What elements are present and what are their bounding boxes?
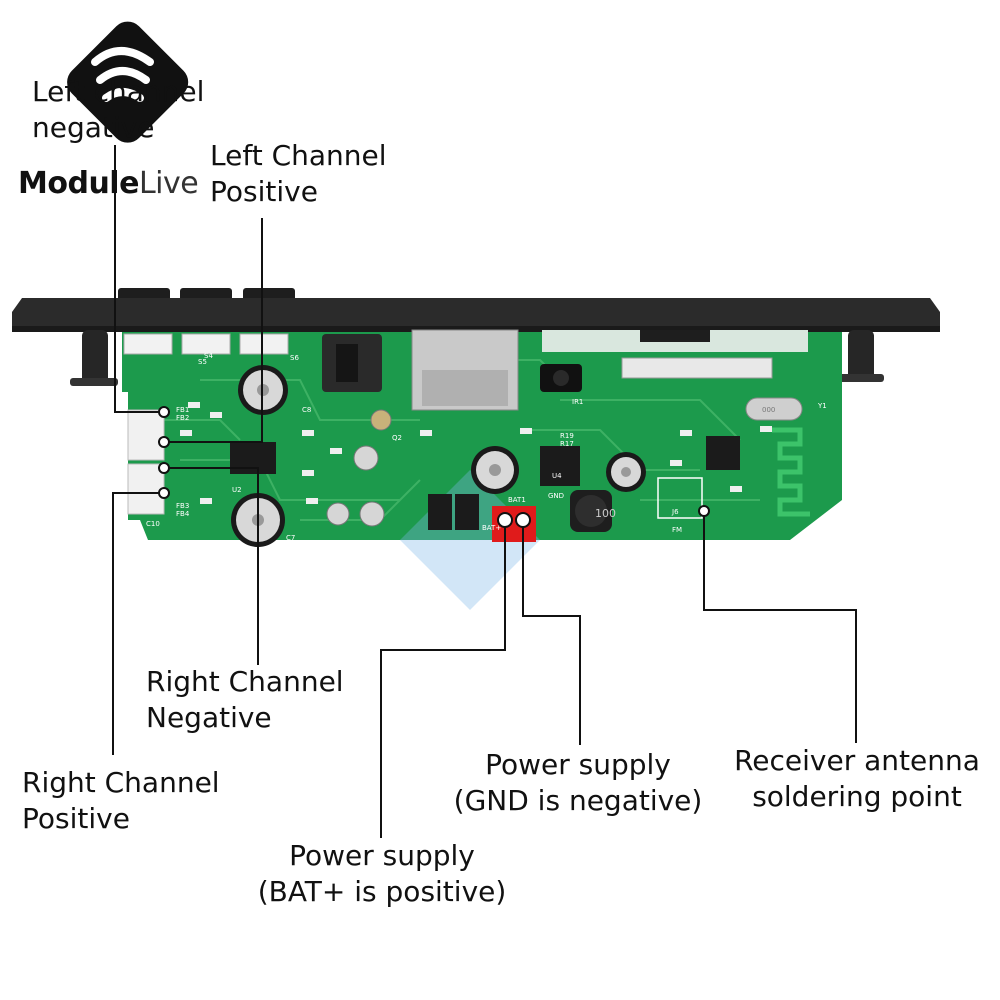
silk-r19: R19	[560, 432, 574, 440]
silk-q2: Q2	[392, 434, 402, 442]
pin-header	[621, 357, 773, 379]
leader-left-negative	[114, 145, 162, 413]
leader-lines	[112, 145, 857, 838]
leader-left-positive	[164, 218, 263, 443]
amp-ic	[230, 442, 276, 474]
silk-fb2: FB2	[176, 414, 189, 422]
silk-batp: BAT+	[482, 524, 501, 532]
silk-y1: Y1	[817, 402, 827, 410]
crystal	[745, 397, 803, 421]
silk-bat: BAT1	[508, 496, 526, 504]
leader-antenna	[703, 511, 857, 743]
brand-name: ModuleLive	[18, 166, 199, 201]
silk-u2: U2	[232, 486, 242, 494]
smd-components	[180, 402, 772, 504]
leader-power-gnd	[522, 527, 581, 745]
silk-ir1: IR1	[572, 398, 583, 406]
silk-s4: S4	[204, 352, 213, 360]
silk-s5: S5	[198, 358, 207, 366]
silk-c10: C10	[146, 520, 160, 528]
silk-fb1: FB1	[176, 406, 189, 414]
leader-endpoints	[158, 406, 710, 517]
silk-u4: U4	[552, 472, 562, 480]
leader-right-negative	[164, 467, 259, 665]
silk-fm: FM	[672, 526, 682, 534]
silk-cap-main: 100	[595, 507, 616, 520]
silk-c8: C8	[302, 406, 311, 414]
diode-2	[455, 494, 479, 530]
regulator-ic	[540, 446, 580, 486]
diode-1	[428, 494, 452, 530]
label-power-gnd: Power supply(GND is negative)	[453, 748, 703, 817]
label-power-bat: Power supply(BAT+ is positive)	[257, 839, 507, 908]
bluetooth-chip	[706, 436, 740, 470]
fm-box	[657, 477, 703, 519]
silk-j6: J6	[671, 508, 679, 516]
brand-logo-mark	[67, 21, 189, 143]
silk-gnd: GND	[548, 492, 564, 500]
silk-xtal: 000	[762, 406, 775, 414]
mount-left	[82, 330, 108, 386]
silk-r17: R17	[560, 440, 574, 448]
tact-switches	[123, 333, 289, 355]
silk-s6: S6	[290, 354, 299, 362]
leader-right-positive	[112, 492, 164, 755]
right-speaker-terminal	[127, 463, 165, 515]
pcb-antenna	[772, 427, 810, 517]
gnd-pad	[515, 512, 531, 528]
pcb-board: 100 BAT1 GND BAT+ 000 Y1 FM S5 S6 S4 FB1…	[122, 329, 842, 610]
silk-fb3: FB3	[176, 502, 189, 510]
left-speaker-terminal	[127, 409, 165, 461]
silk-c7: C7	[286, 534, 295, 542]
leader-power-bat	[380, 527, 506, 838]
silk-fb4: FB4	[176, 510, 190, 518]
mount-right	[848, 330, 874, 382]
front-bezel	[12, 288, 940, 386]
